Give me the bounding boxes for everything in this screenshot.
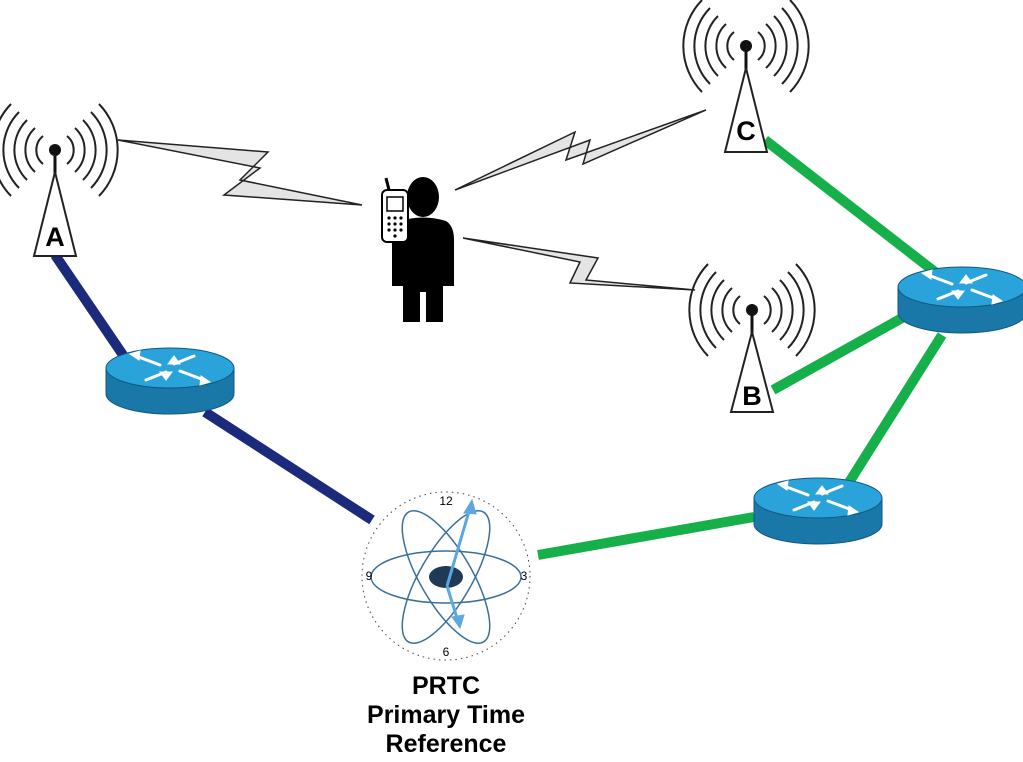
atomic-clock-icon: 12 3 6 9 (361, 491, 531, 661)
cell-tower-c: C (682, 0, 810, 153)
clock-numeral-3: 3 (521, 569, 528, 583)
caption-line-1: PRTC (411, 672, 481, 700)
tower-label-a: A (45, 222, 65, 252)
tower-icon (723, 67, 769, 153)
clock-numeral-12: 12 (439, 494, 453, 508)
wired-link-blue (50, 252, 375, 525)
radio-waves-icon (0, 103, 119, 197)
router-left-icon (104, 346, 236, 416)
tower-label-b: B (742, 381, 762, 411)
wireless-link-c (454, 109, 707, 191)
prtc-caption: PRTC Primary Time Reference (330, 672, 562, 759)
caption-line-2: Primary Time (367, 701, 525, 729)
atom-nucleus-icon (429, 566, 463, 588)
caption-line-3: Reference (385, 730, 507, 758)
wired-link-green (537, 136, 947, 560)
clock-hands-icon (445, 498, 477, 630)
atom-orbits-icon (370, 510, 522, 644)
mobile-user-icon (381, 177, 454, 322)
cell-tower-a: A (0, 103, 119, 257)
clock-numeral-9: 9 (366, 569, 373, 583)
phone-icon (381, 177, 409, 243)
wireless-link-a (117, 139, 363, 206)
tower-label-c: C (736, 116, 756, 146)
router-top-right-icon (896, 265, 1023, 335)
tower-icon (729, 328, 775, 413)
wireless-link-b (462, 237, 696, 291)
clock-numeral-6: 6 (443, 645, 450, 659)
tower-icon (32, 171, 78, 257)
router-bottom-right-icon (752, 476, 884, 546)
cell-tower-b: B (688, 263, 816, 413)
